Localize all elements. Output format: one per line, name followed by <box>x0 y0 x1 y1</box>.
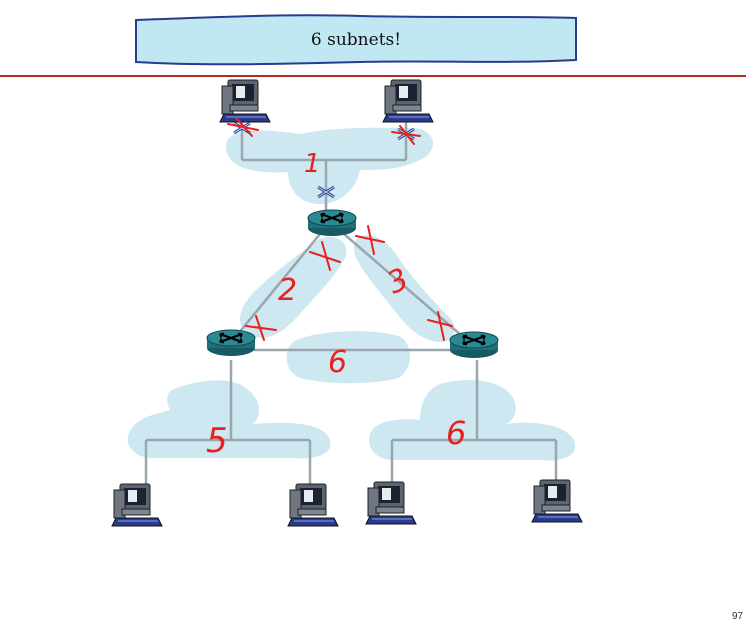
router-right <box>448 330 500 360</box>
host-top-right <box>382 79 434 123</box>
router-left <box>205 328 257 358</box>
host-bottom-2 <box>287 483 339 527</box>
title-banner <box>135 14 577 66</box>
host-bottom-3 <box>365 481 417 525</box>
interface-marks <box>227 117 453 341</box>
subnet-label-1: 1 <box>304 149 321 179</box>
page-number: 97 <box>732 611 744 622</box>
links <box>144 116 558 486</box>
router-top <box>306 208 358 238</box>
subnet-label-6a: 6 <box>328 345 347 380</box>
subnet-clouds <box>127 127 576 461</box>
host-top-left <box>219 79 271 123</box>
subnet-label-2: 2 <box>278 273 297 308</box>
subnet-label-6b: 6 <box>446 414 466 452</box>
host-bottom-4 <box>531 479 583 523</box>
subnet-label-5: 5 <box>206 421 228 461</box>
host-bottom-1 <box>111 483 163 527</box>
